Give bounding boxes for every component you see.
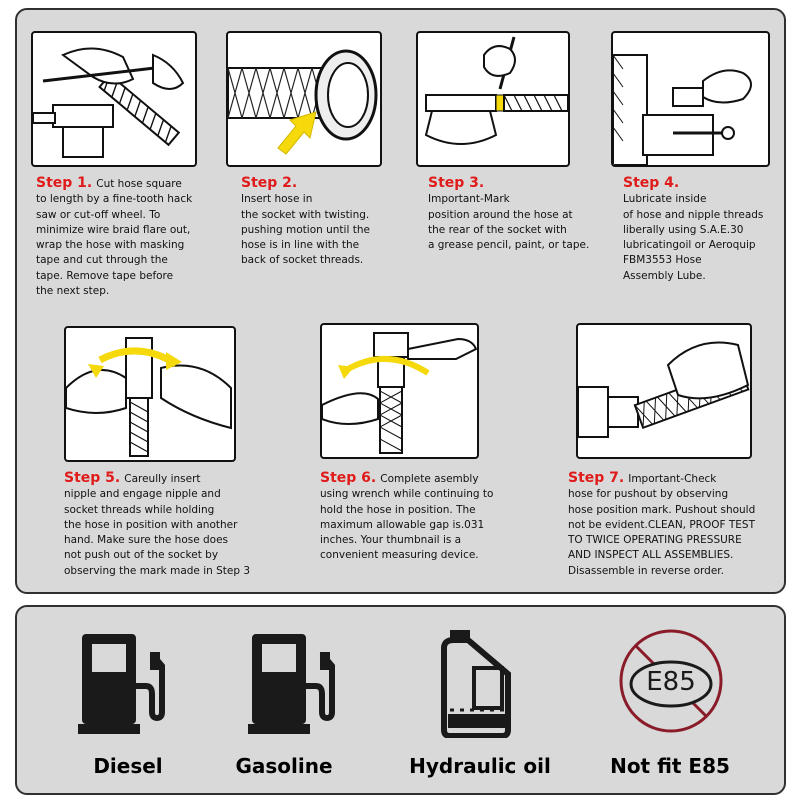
oil-bottle-icon	[438, 630, 518, 739]
step-2-illustration	[226, 31, 382, 167]
step-4-description: Lubricate inside of hose and nipple thre…	[623, 193, 764, 282]
fuel-pump-icon	[248, 630, 338, 735]
step-7-description: Important-Check hose for pushout by obse…	[568, 473, 756, 577]
step-2-title: Step 2.	[241, 175, 298, 191]
e85-badge-text: E85	[646, 667, 696, 697]
step-3-title: Step 3.	[428, 175, 485, 191]
hydraulic-oil-label: Hydraulic oil	[409, 754, 551, 778]
step-3-text: Step 3. Important-Mark position around t…	[428, 175, 673, 253]
step-3-illustration	[416, 31, 570, 167]
step-7-illustration	[576, 323, 752, 459]
step-4-text: Step 4. Lubricate inside of hose and nip…	[623, 175, 800, 284]
step-1-text: Step 1.Cut hose square to length by a fi…	[36, 175, 281, 299]
step-5-title: Step 5.	[64, 470, 121, 486]
fuel-pump-icon	[78, 630, 168, 735]
step-2-description: Insert hose in the socket with twisting.…	[241, 193, 370, 267]
step-6-description: Complete asembly using wrench while cont…	[320, 473, 494, 562]
step-1-description: Cut hose square to length by a fine-toot…	[36, 178, 193, 298]
step-5-text: Step 5.Careully insert nipple and engage…	[64, 470, 309, 579]
not-fit-e85-label: Not fit E85	[610, 754, 730, 778]
step-4-title: Step 4.	[623, 175, 680, 191]
step-7-text: Step 7.Important-Check hose for pushout …	[568, 470, 800, 579]
step-4-illustration	[611, 31, 770, 167]
step-5-illustration	[64, 326, 236, 462]
step-7-title: Step 7.	[568, 470, 625, 486]
step-1-title: Step 1.	[36, 175, 93, 191]
gasoline-label: Gasoline	[235, 754, 333, 778]
step-5-description: Careully insert nipple and engage nipple…	[64, 473, 251, 577]
step-3-description: Important-Mark position around the hose …	[428, 193, 590, 252]
step-2-text: Step 2. Insert hose in the socket with t…	[241, 175, 486, 269]
step-1-illustration	[31, 31, 197, 167]
step-6-text: Step 6.Complete asembly using wrench whi…	[320, 470, 565, 564]
no-e85-icon: E85	[616, 626, 726, 736]
step-6-title: Step 6.	[320, 470, 377, 486]
diesel-label: Diesel	[93, 754, 163, 778]
step-6-illustration	[320, 323, 479, 459]
